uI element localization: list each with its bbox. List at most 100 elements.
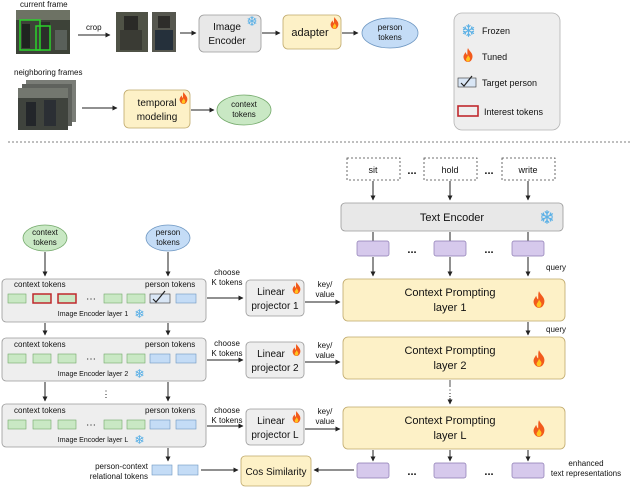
current-frame-label: current frame <box>20 0 68 9</box>
context-token <box>103 353 123 364</box>
enhanced-text-token <box>511 462 545 479</box>
checkmark-icon <box>457 75 477 88</box>
projector-2-line1: Linear <box>257 349 285 360</box>
legend-tuned: Tuned <box>482 52 507 62</box>
keyvalue-2-line1: key/ <box>318 341 333 350</box>
keyvalue-1-line1: key/ <box>318 280 333 289</box>
layer-L-context-label: context tokens <box>14 406 66 415</box>
projector-1-line1: Linear <box>257 287 285 298</box>
relational-line1: person-context <box>95 462 149 471</box>
person-token <box>175 293 197 304</box>
context-tokens-line1: context <box>231 100 258 109</box>
text-encoder-label: Text Encoder <box>420 212 485 224</box>
context-token <box>57 353 77 364</box>
context-prompting-layer-L <box>342 406 566 450</box>
keyvalue-2-line2: value <box>315 351 335 360</box>
person-token <box>175 353 197 364</box>
projector-2-line2: projector 2 <box>251 363 299 374</box>
context-input-line1: context <box>32 228 59 237</box>
verb-sit: sit <box>369 165 378 175</box>
verb-hold: hold <box>441 165 458 175</box>
text-token <box>356 240 390 257</box>
ellipsis: ... <box>407 466 416 478</box>
context-tokens-pill <box>216 94 272 126</box>
vertical-ellipsis: ⋮ <box>102 389 111 399</box>
prompting-L-line1: Context Prompting <box>404 415 495 427</box>
enhanced-text-token <box>356 462 390 479</box>
context-token <box>126 293 146 304</box>
context-token <box>32 419 52 430</box>
choose-L-line1: choose <box>214 406 240 415</box>
image-encoder-line2: Encoder <box>208 36 246 47</box>
layer-L-name: Image Encoder layer L <box>58 437 129 444</box>
text-token <box>511 240 545 257</box>
token-ellipsis: ⋯ <box>86 354 96 365</box>
context-tokens-input <box>22 224 68 252</box>
temporal-line2: modeling <box>137 112 178 123</box>
keyvalue-1-line2: value <box>315 290 335 299</box>
prompting-2-line1: Context Prompting <box>404 345 495 357</box>
legend-box <box>453 12 561 131</box>
ellipsis: ... <box>484 165 493 177</box>
enhanced-line2: text representations <box>551 469 621 478</box>
query-label: query <box>546 263 566 272</box>
token-ellipsis: ⋯ <box>86 294 96 305</box>
person-tokens-input <box>145 224 191 252</box>
linear-projector-1 <box>245 279 305 317</box>
query-label: query <box>546 325 566 334</box>
cropped-person-images <box>116 12 176 52</box>
image-encoder-line1: Image <box>213 22 241 33</box>
context-token <box>126 353 146 364</box>
context-input-line2: tokens <box>33 238 57 247</box>
projector-L-line1: Linear <box>257 416 285 427</box>
interest-token-swatch <box>457 105 479 117</box>
enhanced-text-token <box>433 462 467 479</box>
layer-1-context-label: context tokens <box>14 280 66 289</box>
crop-label: crop <box>86 23 102 32</box>
context-token <box>7 293 27 304</box>
person-input-line1: person <box>156 228 180 237</box>
interest-context-token <box>32 293 52 304</box>
layer-L-person-label: person tokens <box>145 406 195 415</box>
person-token <box>175 419 197 430</box>
legend-target-person: Target person <box>482 78 537 88</box>
linear-projector-L <box>245 408 305 446</box>
layer-1-person-label: person tokens <box>145 280 195 289</box>
choose-2-line1: choose <box>214 339 240 348</box>
layer-2-person-label: person tokens <box>145 340 195 349</box>
context-token <box>57 419 77 430</box>
prompting-L-line2: layer L <box>433 430 466 442</box>
context-token <box>7 419 27 430</box>
cos-similarity-label: Cos Similarity <box>245 467 306 478</box>
context-tokens-line2: tokens <box>232 110 256 119</box>
current-frame-image <box>16 10 70 54</box>
person-tokens-line1: person <box>378 23 402 32</box>
context-token <box>103 293 123 304</box>
text-encoder-box <box>340 202 564 232</box>
relational-token <box>151 464 173 476</box>
verb-boxes: sit ... hold ... write <box>346 157 556 181</box>
projector-1-line2: projector 1 <box>251 301 299 312</box>
keyvalue-L-line2: value <box>315 417 335 426</box>
vertical-ellipsis: ⋮ <box>446 388 455 398</box>
choose-1-line2: K tokens <box>211 278 242 287</box>
image-encoder-box <box>198 14 262 53</box>
text-token <box>433 240 467 257</box>
verb-box-sit <box>346 157 401 181</box>
neighboring-frames-stack <box>18 80 76 130</box>
verb-box-hold <box>423 157 478 181</box>
prompting-1-line1: Context Prompting <box>404 287 495 299</box>
layer-2-name: Image Encoder layer 2 <box>58 371 129 378</box>
layer-2-context-label: context tokens <box>14 340 66 349</box>
projector-L-line2: projector L <box>251 430 299 441</box>
context-prompting-layer-2 <box>342 336 566 380</box>
adapter-box <box>282 14 342 50</box>
token-ellipsis: ⋯ <box>86 420 96 431</box>
temporal-line1: temporal <box>138 98 177 109</box>
adapter-label: adapter <box>291 27 329 39</box>
choose-L-line2: K tokens <box>211 416 242 425</box>
verb-box-write <box>501 157 556 181</box>
person-token <box>149 419 171 430</box>
verb-write: write <box>517 165 537 175</box>
